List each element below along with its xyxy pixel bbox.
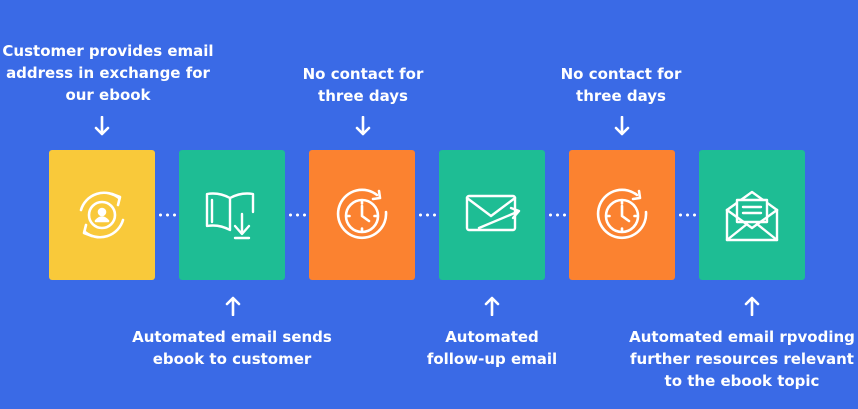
up-arrow-icon xyxy=(744,296,760,316)
down-arrow-icon xyxy=(614,116,630,136)
down-arrow-icon xyxy=(94,116,110,136)
step-box-3 xyxy=(309,150,415,280)
caption-step-1: Customer provides email address in excha… xyxy=(2,42,214,104)
clock-icon xyxy=(336,188,388,240)
caption-step-3: No contact for three days xyxy=(302,65,424,105)
connector-dots xyxy=(417,213,437,217)
connector-dots xyxy=(157,213,177,217)
step-box-4 xyxy=(439,150,545,280)
caption-step-2: Automated email sends ebook to customer xyxy=(132,328,332,368)
caption-step-6: Automated email rpvoding further resourc… xyxy=(629,328,855,390)
step-box-1 xyxy=(49,150,155,280)
open-envelope-icon xyxy=(725,190,779,242)
connector-dots xyxy=(547,213,567,217)
refresh-user-icon xyxy=(79,191,125,239)
connector-dots xyxy=(677,213,697,217)
connector-dots xyxy=(287,213,307,217)
caption-step-4: Automated follow-up email xyxy=(426,328,558,368)
caption-step-5: No contact for three days xyxy=(560,65,682,105)
clock-icon xyxy=(596,188,648,240)
ebook-download-icon xyxy=(205,192,255,240)
down-arrow-icon xyxy=(355,116,371,136)
step-box-5 xyxy=(569,150,675,280)
step-box-6 xyxy=(699,150,805,280)
send-email-icon xyxy=(465,194,521,232)
up-arrow-icon xyxy=(225,296,241,316)
step-box-2 xyxy=(179,150,285,280)
up-arrow-icon xyxy=(484,296,500,316)
